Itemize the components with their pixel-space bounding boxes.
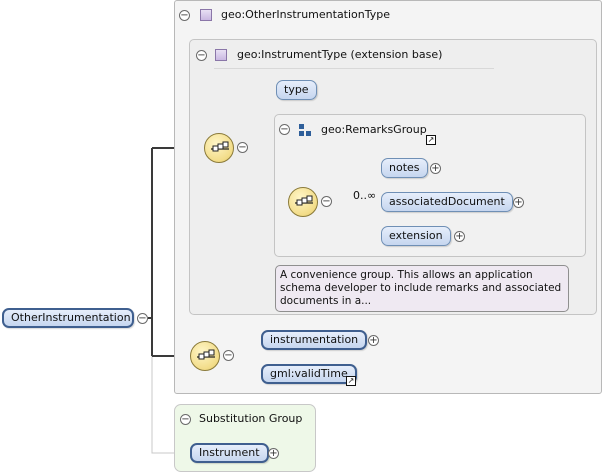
sequence-collapse-toggle[interactable]: − — [237, 142, 248, 153]
occurrence-label: 0..∞ — [353, 189, 377, 202]
notes-element[interactable]: notes — [381, 158, 428, 178]
extension-expand-toggle[interactable]: + — [454, 231, 465, 242]
instrumentation-expand-toggle[interactable]: + — [368, 335, 379, 346]
link-icon[interactable]: ↗ — [426, 135, 436, 145]
group-icon — [299, 124, 312, 137]
sequence-icon — [197, 349, 215, 360]
extension-collapse-toggle[interactable]: − — [196, 50, 207, 61]
complex-type-title: geo:OtherInstrumentationType — [221, 8, 391, 21]
inner-sequence-compositor[interactable] — [288, 187, 318, 217]
root-element[interactable]: OtherInstrumentation — [2, 308, 134, 328]
associated-document-expand-toggle[interactable]: + — [513, 197, 524, 208]
valid-time-link-icon[interactable]: ↗ — [346, 376, 356, 386]
inner-sequence-collapse-toggle[interactable]: − — [321, 196, 332, 207]
instrumentation-element[interactable]: instrumentation — [261, 330, 368, 350]
collapse-toggle[interactable]: − — [179, 10, 190, 21]
remarks-collapse-toggle[interactable]: − — [279, 124, 290, 135]
instrument-element[interactable]: Instrument — [190, 443, 269, 463]
substitution-group-title: Substitution Group — [199, 412, 303, 425]
notes-expand-toggle[interactable]: + — [430, 163, 441, 174]
instrument-expand-toggle[interactable]: + — [268, 448, 279, 459]
associated-document-element[interactable]: associatedDocument — [381, 192, 513, 212]
sequence-icon — [295, 195, 313, 206]
substitution-collapse-toggle[interactable]: − — [180, 414, 191, 425]
annotation-note: A convenience group. This allows an appl… — [275, 265, 569, 312]
remarks-group-title: geo:RemarksGroup — [321, 123, 427, 136]
sequence-compositor[interactable] — [204, 133, 234, 163]
extension-title-underline — [214, 68, 494, 69]
extension-title: geo:InstrumentType (extension base) — [237, 48, 443, 61]
complex-type-icon — [200, 9, 212, 21]
valid-time-element[interactable]: gml:validTime — [261, 364, 357, 384]
root-collapse-toggle[interactable]: − — [137, 313, 148, 324]
bottom-sequence-collapse-toggle[interactable]: − — [223, 350, 234, 361]
sequence-icon — [211, 141, 229, 152]
extension-element[interactable]: extension — [381, 226, 451, 246]
bottom-sequence-compositor[interactable] — [190, 341, 220, 371]
extension-type-icon — [215, 49, 227, 61]
type-element[interactable]: type — [276, 80, 317, 100]
